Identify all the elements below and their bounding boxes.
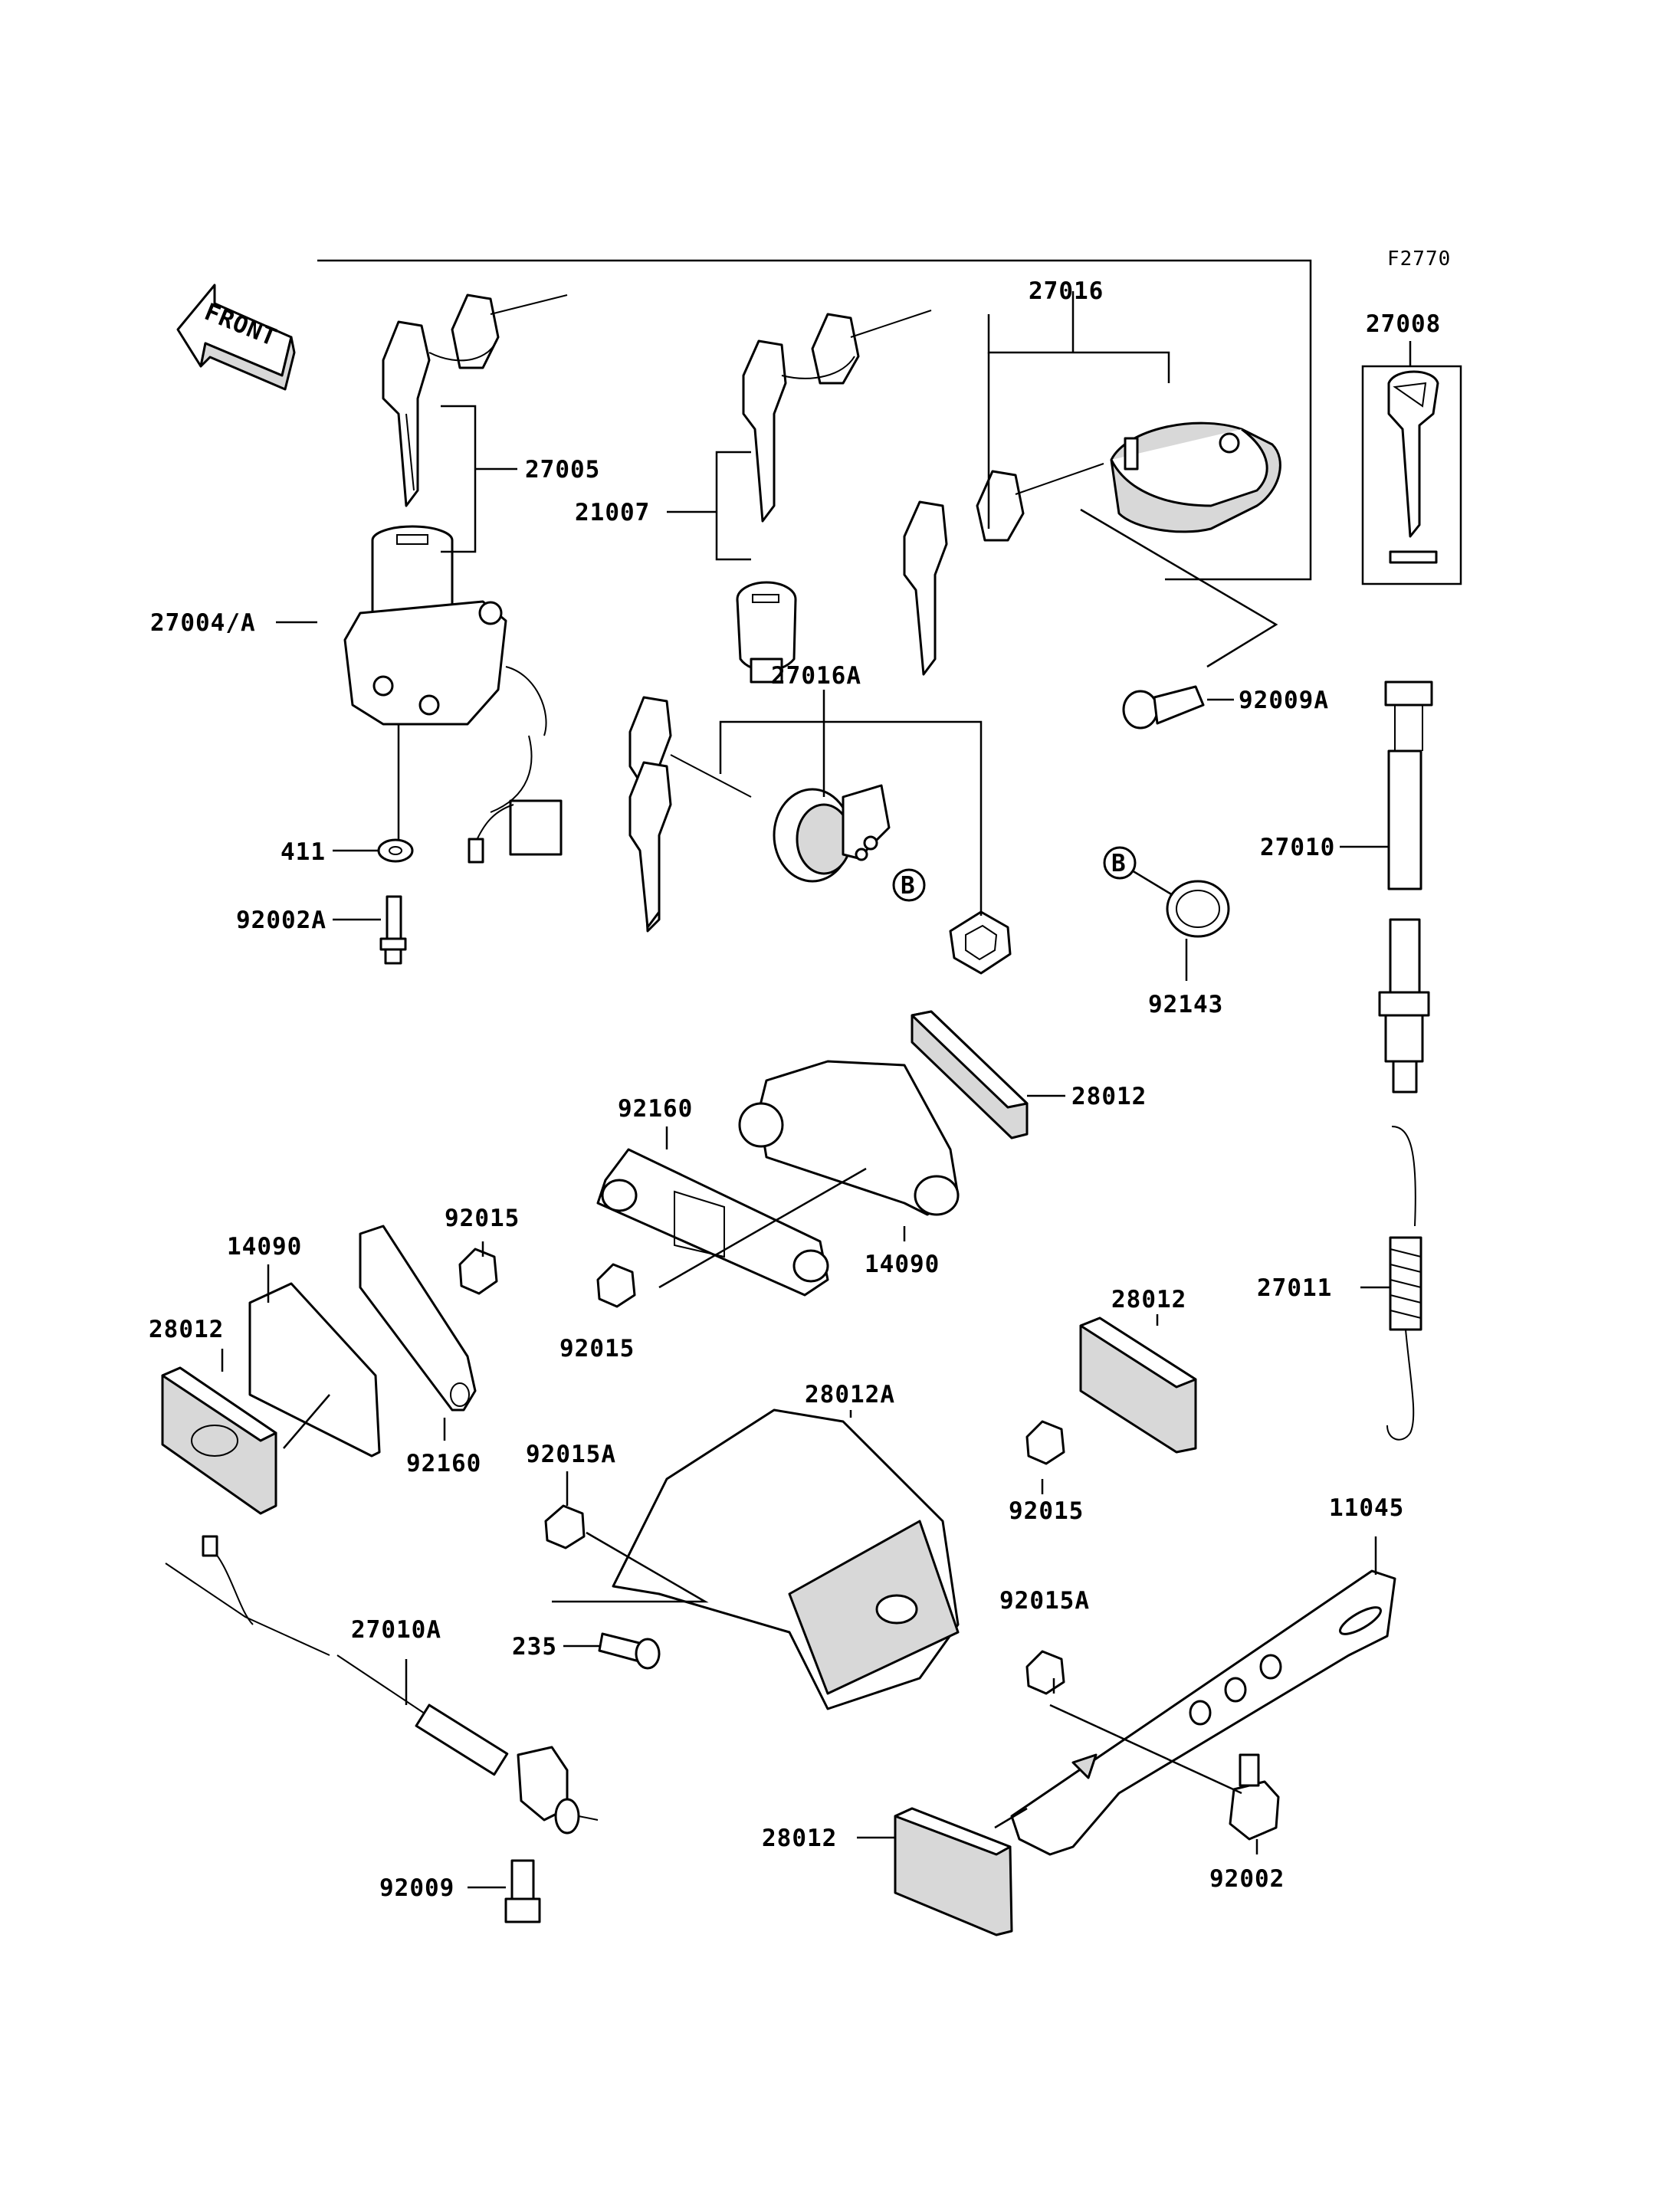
- gasket-92160-upper: [596, 1148, 829, 1297]
- label-92015-upper: 92015: [559, 1335, 635, 1362]
- cable-27010A: [165, 1535, 599, 1835]
- box-27008: [1361, 365, 1462, 585]
- lens-28012-upper: [911, 1010, 1029, 1139]
- label-92015A-upper: 92015A: [526, 1441, 616, 1468]
- bolt-92002A: [379, 895, 407, 965]
- label-27016: 27016: [1029, 277, 1104, 305]
- screw-92009: [504, 1859, 541, 1923]
- key-set-27005: [382, 293, 568, 507]
- lock-27016A: [773, 784, 891, 883]
- reference-mark-b2-label: B: [1111, 850, 1127, 877]
- label-21007: 21007: [575, 499, 650, 526]
- housing-14090-lower: [248, 1225, 477, 1458]
- bracket-11045: [1010, 1569, 1396, 1856]
- label-235: 235: [512, 1633, 557, 1661]
- housing-14090-upper: [738, 1060, 960, 1216]
- label-11045: 11045: [1329, 1494, 1404, 1522]
- screw-92009A: [1122, 685, 1205, 730]
- reference-mark-b1: [892, 868, 926, 902]
- label-27016A: 27016A: [771, 662, 861, 690]
- label-27004A: 27004/A: [150, 609, 256, 637]
- label-14090-upper: 14090: [865, 1251, 940, 1278]
- label-28012-left: 28012: [149, 1316, 224, 1343]
- label-92160-lower: 92160: [406, 1450, 481, 1477]
- label-27008: 27008: [1366, 310, 1441, 338]
- spring-27011: [1386, 1126, 1422, 1441]
- housing-28012A: [612, 1408, 960, 1710]
- label-28012-upper: 28012: [1071, 1083, 1147, 1110]
- bolt-92002: [1229, 1753, 1280, 1841]
- label-27005: 27005: [525, 456, 600, 484]
- label-92009A: 92009A: [1239, 687, 1329, 714]
- figure-code: F2770: [1387, 248, 1451, 271]
- seat-lock: [1110, 421, 1281, 533]
- nut-92015-right: [1025, 1420, 1065, 1465]
- nut-92015A-upper: [544, 1504, 586, 1549]
- front-arrow-icon: FRONT: [176, 284, 296, 391]
- group-outline-ignition: [317, 259, 1312, 581]
- hex-nut: [949, 910, 1012, 975]
- label-411: 411: [281, 838, 326, 866]
- reference-mark-b2: [1103, 846, 1137, 880]
- lens-28012-lower: [894, 1807, 1013, 1936]
- switch-27010: [1378, 680, 1433, 1094]
- label-92143: 92143: [1148, 991, 1223, 1018]
- leader-lines: [221, 291, 1412, 1889]
- nut-92015-upper: [596, 1263, 636, 1308]
- label-92015-left: 92015: [445, 1205, 520, 1232]
- label-92002: 92002: [1209, 1865, 1285, 1893]
- lock-cylinder: [736, 581, 797, 684]
- key-set-27016: [903, 463, 1104, 676]
- lens-28012-mid-right: [1079, 1317, 1197, 1454]
- key-27008: [1387, 370, 1439, 564]
- label-92009: 92009: [379, 1874, 454, 1902]
- key-set-27016A: [628, 696, 752, 933]
- washer-411: [377, 838, 414, 863]
- screw-235: [598, 1632, 661, 1670]
- ignition-switch: [343, 525, 563, 864]
- label-27010A: 27010A: [351, 1616, 441, 1644]
- label-92015A-lower: 92015A: [999, 1587, 1090, 1615]
- part-labels: 27016 27008 27005 21007 27004/A 27016A 9…: [149, 277, 1441, 1902]
- key-set-21007: [742, 310, 932, 523]
- label-28012-lower: 28012: [762, 1825, 837, 1852]
- label-28012-mid: 28012: [1111, 1286, 1186, 1313]
- reference-mark-b1-label: B: [901, 872, 916, 900]
- label-92015-right: 92015: [1009, 1497, 1084, 1525]
- label-14090-lower: 14090: [227, 1233, 302, 1261]
- lens-28012-lower-left: [161, 1366, 277, 1515]
- label-92002A: 92002A: [236, 907, 326, 934]
- nut-92015A-lower: [1025, 1650, 1065, 1695]
- label-28012A: 28012A: [805, 1381, 895, 1408]
- nut-92015-left: [458, 1248, 498, 1295]
- label-27011: 27011: [1257, 1274, 1332, 1302]
- label-27010: 27010: [1260, 834, 1335, 861]
- label-92160-upper: 92160: [618, 1095, 693, 1123]
